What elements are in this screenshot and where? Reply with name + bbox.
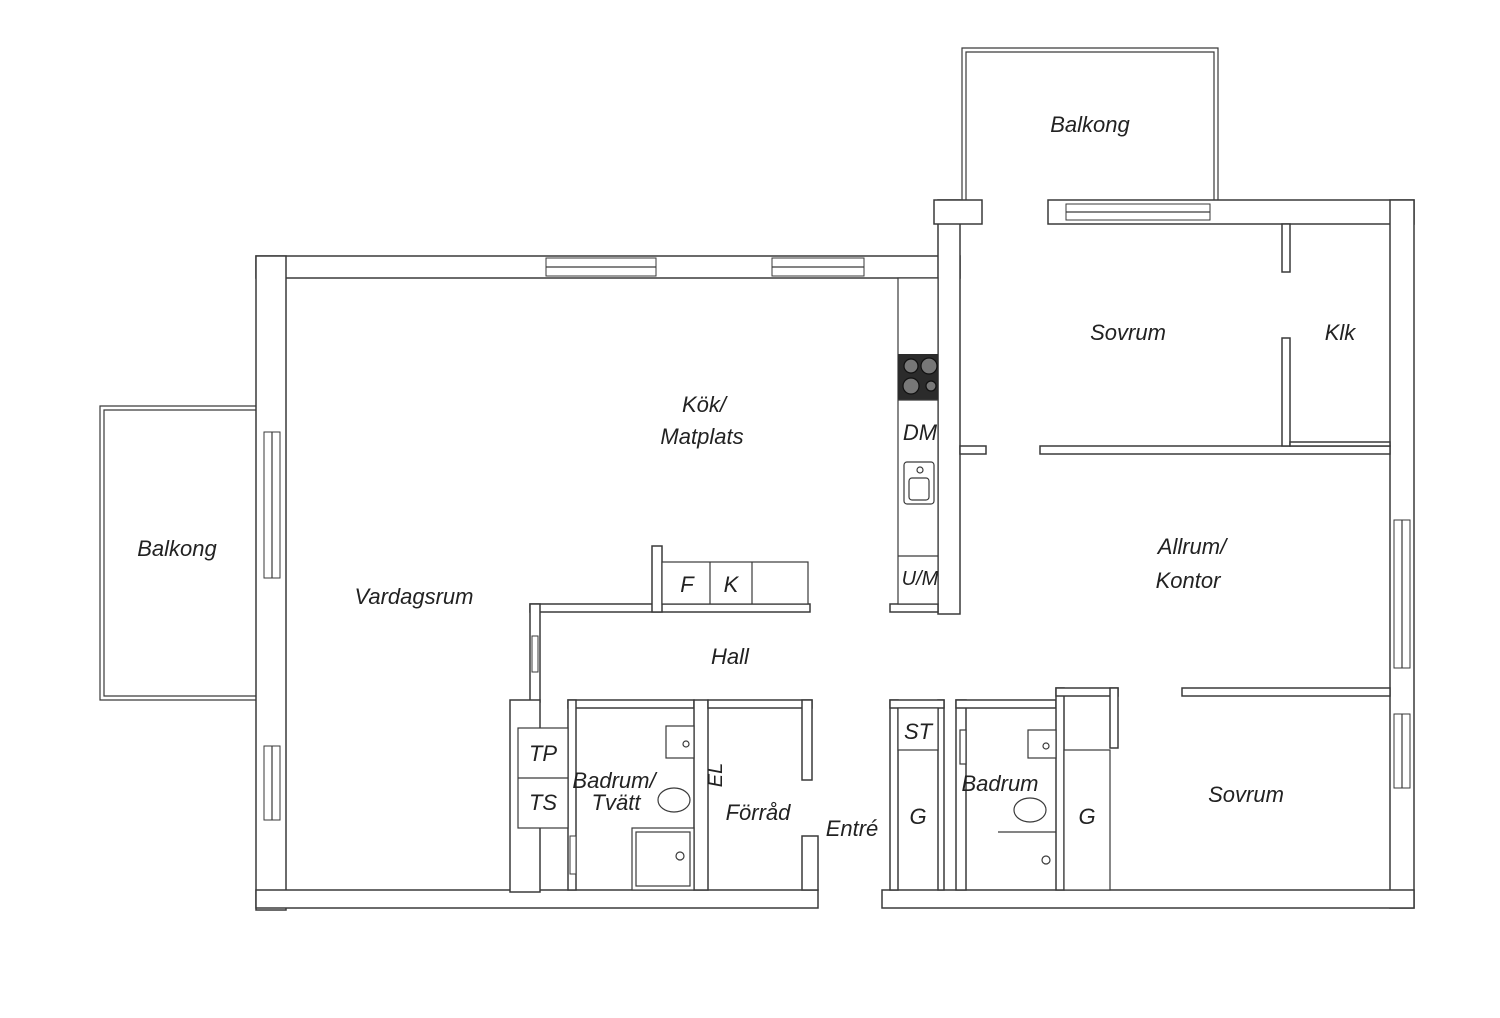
label-g-left: G xyxy=(909,804,926,829)
balcony-left xyxy=(99,405,256,701)
label-hall: Hall xyxy=(711,644,750,669)
label-allrum-line1: Allrum/ xyxy=(1156,534,1228,559)
label-allrum-line2: Kontor xyxy=(1156,568,1222,593)
label-k: K xyxy=(724,572,740,597)
label-g-right: G xyxy=(1078,804,1095,829)
label-kok-line2: Matplats xyxy=(660,424,743,449)
bathroom-fixtures-left xyxy=(631,725,695,891)
label-sovrum-bottom: Sovrum xyxy=(1208,782,1284,807)
label-sovrum-top: Sovrum xyxy=(1090,320,1166,345)
label-el: EL xyxy=(705,763,727,787)
bathroom-fixtures-right xyxy=(959,729,1057,865)
label-balkong-top: Balkong xyxy=(1050,112,1130,137)
balcony-top xyxy=(961,47,1219,200)
label-kok-line1: Kök/ xyxy=(682,392,728,417)
label-badrum: Badrum xyxy=(961,771,1038,796)
label-tp: TP xyxy=(529,741,557,766)
bedroom-closet xyxy=(1063,749,1111,891)
label-dm: DM xyxy=(903,420,938,445)
label-ts: TS xyxy=(529,790,557,815)
room-labels: Balkong Balkong Sovrum Klk Kök/ Matplats… xyxy=(137,112,1356,841)
label-f: F xyxy=(680,572,695,597)
label-balkong-left: Balkong xyxy=(137,536,217,561)
label-forrad: Förråd xyxy=(726,800,792,825)
laundry-units xyxy=(517,727,569,829)
label-klk: Klk xyxy=(1325,320,1357,345)
label-entre: Entré xyxy=(826,816,879,841)
label-vardagsrum: Vardagsrum xyxy=(354,584,473,609)
kitchen-counter xyxy=(897,277,939,605)
fridge-freezer-unit xyxy=(661,561,809,605)
label-badrum-tvatt-line1: Badrum/ xyxy=(572,768,657,793)
entry-closet xyxy=(897,707,939,751)
label-badrum-tvatt-line2: Tvätt xyxy=(592,790,642,815)
fixture-labels: DM U/M F K TP TS EL ST G G xyxy=(529,420,1096,829)
label-um: U/M xyxy=(902,568,939,590)
windows xyxy=(263,203,1411,875)
label-st: ST xyxy=(904,719,934,744)
